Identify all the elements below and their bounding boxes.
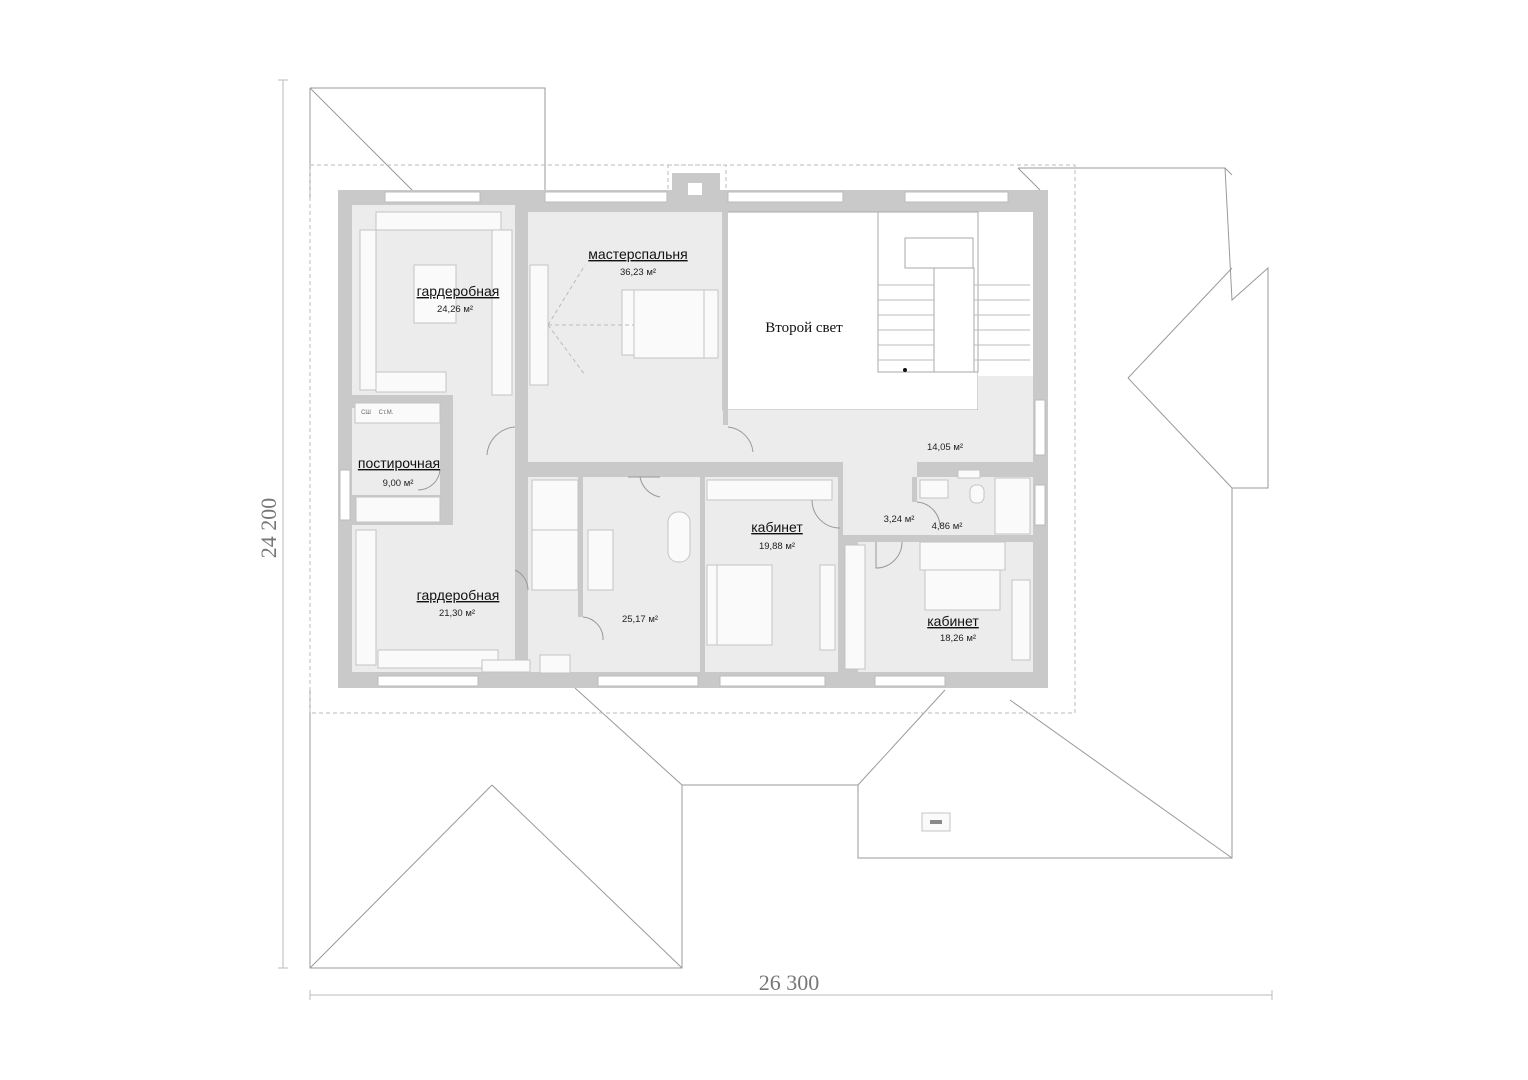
room-name: мастерспальня <box>588 246 687 262</box>
room-area: 9,00 м² <box>383 478 414 489</box>
windows <box>339 191 1046 687</box>
room-area: 25,17 м² <box>622 614 658 625</box>
room-name: кабинет <box>751 519 803 535</box>
width-dimension: 26 300 <box>759 970 820 995</box>
room-name: Второй свет <box>765 320 843 336</box>
bed <box>633 289 705 359</box>
room-name: гардеробная <box>417 283 500 299</box>
room-area: 18,26 м² <box>940 633 976 644</box>
staircase <box>877 211 1030 373</box>
room-name: гардеробная <box>417 587 500 603</box>
room-area: 14,05 м² <box>927 442 963 453</box>
height-dimension: 24 200 <box>256 498 281 559</box>
room-area: 4,86 м² <box>932 521 963 532</box>
room-labels: гардеробная 24,26 м² мастерспальня 36,23… <box>358 246 979 644</box>
laundry-appliances <box>354 402 441 424</box>
room-area: 19,88 м² <box>759 541 795 552</box>
doors <box>417 426 941 641</box>
washer-label: Ст.М. <box>379 410 394 416</box>
room-area: 3,24 м² <box>884 514 915 525</box>
room-name: кабинет <box>927 613 979 629</box>
bathtub <box>667 511 691 563</box>
dimension-lines <box>278 79 1273 1000</box>
furniture: СШ Ст.М. <box>354 211 1031 674</box>
room-area: 36,23 м² <box>620 267 656 278</box>
room-area: 21,30 м² <box>439 608 475 619</box>
roof-outline <box>309 87 1269 969</box>
room-area: 24,26 м² <box>437 304 473 315</box>
dishwasher-label: СШ <box>361 410 371 416</box>
room-name: постирочная <box>358 455 440 471</box>
